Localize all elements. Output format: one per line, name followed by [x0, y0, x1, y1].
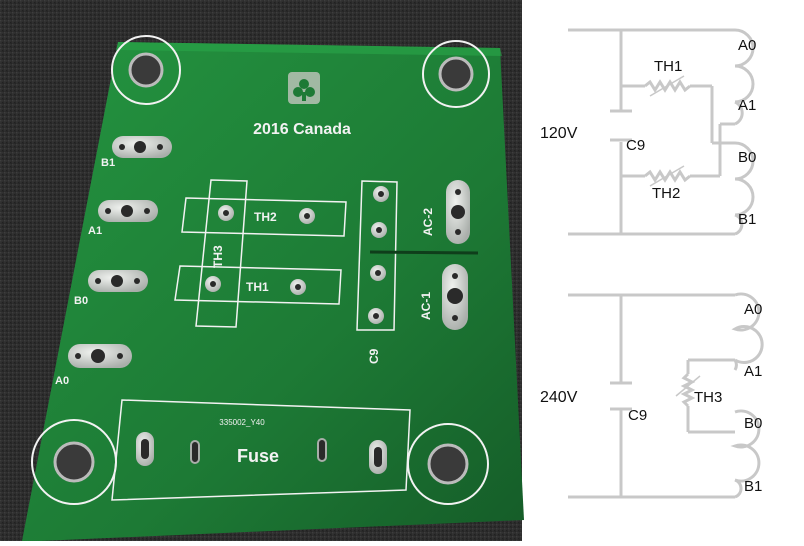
th3-label: TH3: [211, 245, 225, 268]
b1-240-label: B1: [744, 478, 762, 495]
schematic-120v: [568, 28, 755, 236]
b1-120-label: B1: [738, 211, 756, 228]
a1-120-label: A1: [738, 97, 756, 114]
fuse-label: Fuse: [237, 446, 279, 466]
c9-120-label: C9: [626, 137, 645, 154]
b0-120-label: B0: [738, 149, 756, 166]
schematic-240v-labels: 240V C9 TH3 A0 A1 B0 B1: [540, 301, 762, 495]
pad-b0: [88, 270, 148, 292]
b0-240-label: B0: [744, 415, 762, 432]
th1-outline: [174, 265, 342, 305]
th1-120-label: TH1: [654, 58, 682, 75]
c9-label: C9: [367, 348, 381, 364]
pcb-photo: 2016 Canada B1 A1 B0 A0: [0, 0, 524, 541]
fuse-outline: [111, 399, 411, 501]
pad-label-ac1: AC-1: [419, 292, 433, 320]
pad-label-a1: A1: [88, 225, 102, 237]
voltage-120-label: 120V: [540, 125, 578, 142]
th2-label: TH2: [254, 210, 277, 224]
th3-outline: [195, 179, 248, 328]
club-logo-icon: [288, 72, 320, 104]
pad-label-ac2: AC-2: [421, 208, 435, 236]
pad-a0: [68, 344, 132, 368]
c9-outline: [356, 180, 398, 331]
voltage-240-label: 240V: [540, 389, 578, 406]
fuse-part-number: 335002_Y40: [219, 418, 265, 427]
a0-240-label: A0: [744, 301, 762, 318]
mounting-hole-top-left: [111, 35, 181, 105]
a0-120-label: A0: [738, 37, 756, 54]
c9-240-label: C9: [628, 407, 647, 424]
pad-a1: [98, 200, 158, 222]
a1-240-label: A1: [744, 363, 762, 380]
isolation-slot: [369, 250, 479, 255]
schematic-240v: [568, 292, 764, 499]
th1-label: TH1: [246, 280, 269, 294]
pad-ac2: [446, 180, 470, 244]
mounting-hole-top-right: [422, 40, 490, 108]
pcb-board: [22, 42, 524, 541]
pad-ac1: [442, 264, 468, 330]
th3-240-label: TH3: [694, 389, 722, 406]
pad-label-a0: A0: [55, 375, 69, 387]
pcb-brand-label: 2016 Canada: [253, 121, 351, 138]
schematic-120v-labels: 120V C9 TH1 TH2 A0 A1 B0 B1: [540, 37, 756, 228]
pad-b1: [112, 136, 172, 158]
pad-label-b0: B0: [74, 295, 88, 307]
pad-label-b1: B1: [101, 157, 115, 169]
th2-outline: [181, 197, 347, 237]
th2-120-label: TH2: [652, 185, 680, 202]
